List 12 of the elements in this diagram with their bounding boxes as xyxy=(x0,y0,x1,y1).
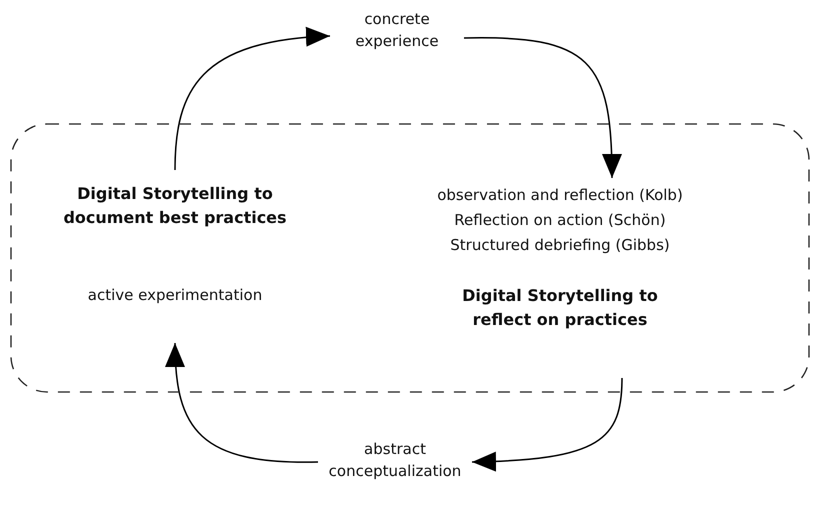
stage-label: Reflection on action (Schön) xyxy=(453,210,667,231)
curved-arrow xyxy=(472,378,623,472)
heading-text: Digital Storytelling to reflect on practices xyxy=(461,285,659,331)
stage-label: active experimentation xyxy=(86,285,264,306)
stage-label: observation and reflection (Kolb) xyxy=(436,185,684,206)
curved-arrow xyxy=(464,37,622,178)
curved-arrow xyxy=(174,28,330,170)
stage-label: concrete experience xyxy=(354,9,440,52)
heading-text: Digital Storytelling to document best practices xyxy=(62,183,288,229)
stage-label: Structured debriefing (Gibbs) xyxy=(449,235,671,256)
curved-arrow xyxy=(166,342,318,463)
stage-label: abstract conceptualization xyxy=(328,439,462,482)
